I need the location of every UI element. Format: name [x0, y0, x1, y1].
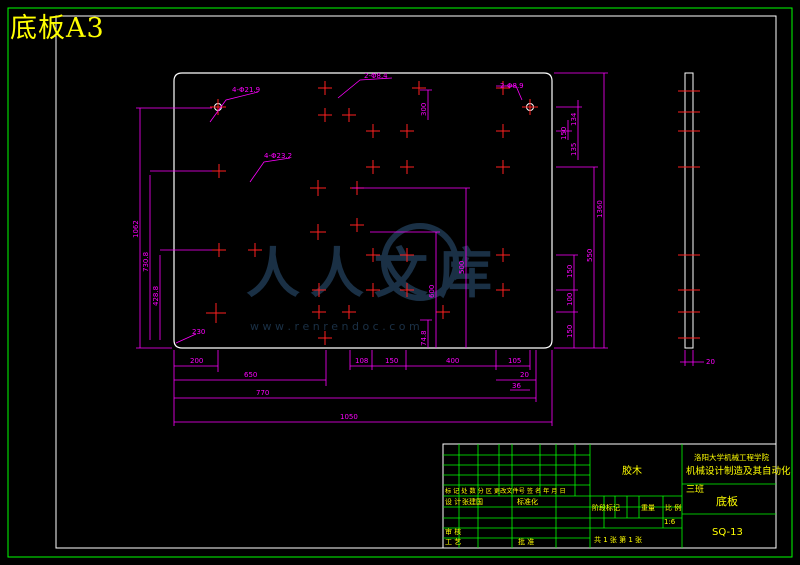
material-text: 胶木: [622, 464, 642, 477]
dim-bottom-7: 400: [446, 357, 459, 365]
dim-bottom-1: 200: [190, 357, 203, 365]
hole-centers: [206, 81, 538, 345]
side-view: 20: [678, 72, 715, 366]
dim-right-3: 150: [560, 127, 568, 140]
dim-bottom-6: 150: [385, 357, 398, 365]
dim-left-3: 428.8: [152, 286, 160, 306]
dim-left-4: 230: [192, 328, 205, 336]
process-label: 工 艺: [445, 538, 461, 546]
dim-bottom-8: 105: [508, 357, 521, 365]
stage-label: 阶段标记: [592, 503, 620, 512]
scale-value: 1:6: [664, 518, 676, 526]
design-label: 设 计: [445, 497, 461, 506]
dim-bottom-9: 20: [520, 371, 529, 379]
sheet-title: 底板A3: [10, 13, 105, 44]
dim-bottom-2: 650: [244, 371, 257, 379]
school-text: 洛阳大学机械工程学院: [694, 452, 769, 462]
drawing-frame: [55, 15, 777, 549]
watermark-url: w w w . r e n r e n d o c . c o m: [250, 320, 420, 333]
dim-right-2: 135: [570, 143, 578, 156]
sheet-count: 共 1 张 第 1 张: [594, 535, 642, 544]
scale-label: 比 例: [665, 503, 681, 512]
side-view-outline: [684, 72, 694, 349]
weight-label: 重量: [641, 504, 655, 512]
dim-inner-1: 500: [458, 261, 466, 274]
major-text: 机械设计制造及其自动化: [686, 465, 791, 477]
plate-outline: [173, 72, 553, 349]
title-block: 标 记 处 数 分 区 更改文件号 签 名 年 月 日 设 计 张建国 标准化 …: [442, 443, 791, 549]
watermark-logo-ring: [381, 223, 459, 301]
dimension-texts: 4-Φ21.9 2-Φ8.4 2-Φ8.9 4-Φ23.2 134 135 15…: [132, 72, 604, 421]
designer-name: 张建国: [462, 497, 483, 506]
callout-holes-b: 2-Φ8.4: [364, 72, 388, 80]
class-text: 三班: [686, 483, 704, 495]
dim-right-7: 100: [566, 293, 574, 306]
dim-bottom-10: 36: [512, 382, 521, 390]
drawing-number: SQ-13: [712, 527, 743, 538]
callout-holes-a: 4-Φ21.9: [232, 86, 260, 94]
part-name: 底板: [716, 494, 738, 508]
dim-left-1: 1062: [132, 220, 140, 238]
dim-left-2: 730.8: [142, 252, 150, 272]
review-label: 审 核: [445, 527, 461, 536]
dim-inner-3: 300: [420, 103, 428, 116]
watermark-text: 人人文库: [246, 242, 502, 305]
side-view-dim: 20: [706, 358, 715, 366]
dim-right-6: 150: [566, 265, 574, 278]
watermark: 人人文库 w w w . r e n r e n d o c . c o m: [246, 223, 502, 333]
standardization-label: 标准化: [517, 497, 538, 506]
dim-inner-2: 600: [428, 285, 436, 298]
callout-holes-d: 4-Φ23.2: [264, 152, 292, 160]
dim-bottom-4: 1050: [340, 413, 358, 421]
dim-inner-4: 74.8: [420, 330, 428, 346]
callout-holes-c: 2-Φ8.9: [500, 82, 524, 90]
dimension-lines: [136, 72, 608, 426]
dim-right-5: 550: [586, 249, 594, 262]
dim-right-1: 134: [570, 112, 578, 126]
approve-label: 批 准: [518, 537, 534, 546]
sheet-outer-border: [7, 7, 793, 558]
dim-bottom-3: 770: [256, 389, 269, 397]
revision-header: 标 记 处 数 分 区 更改文件号 签 名 年 月 日: [445, 487, 566, 495]
dim-bottom-5: 108: [355, 357, 368, 365]
dim-right-4: 1360: [596, 200, 604, 218]
dim-right-8: 150: [566, 325, 574, 338]
